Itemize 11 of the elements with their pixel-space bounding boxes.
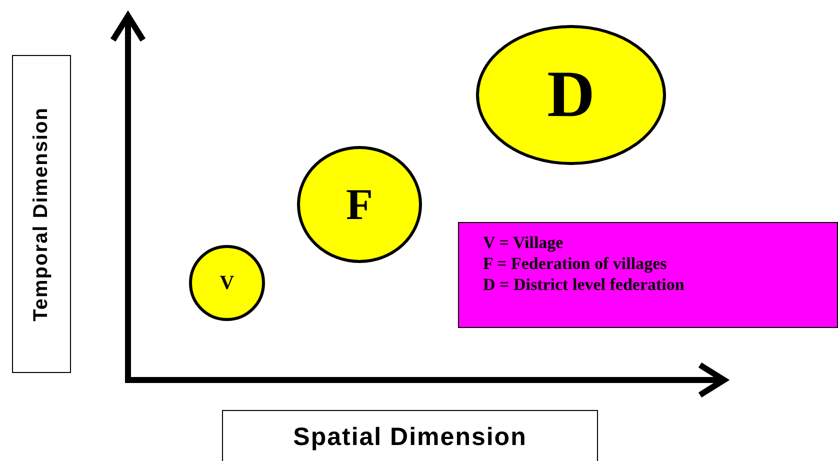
key-text: V = Village <box>483 233 564 253</box>
axis-label: Spatial Dimension <box>293 423 527 452</box>
ellipse-label: D <box>547 62 595 128</box>
axis-label: Temporal Dimension <box>30 106 53 322</box>
key-text: F = Federation of villages <box>483 254 668 274</box>
key-text: D = District level federation <box>483 275 686 295</box>
ellipse-label: V <box>220 273 234 293</box>
axis-label-box <box>12 55 71 373</box>
axis-label-box <box>222 410 598 461</box>
ellipse-label: F <box>346 182 373 226</box>
key-box <box>458 222 838 328</box>
